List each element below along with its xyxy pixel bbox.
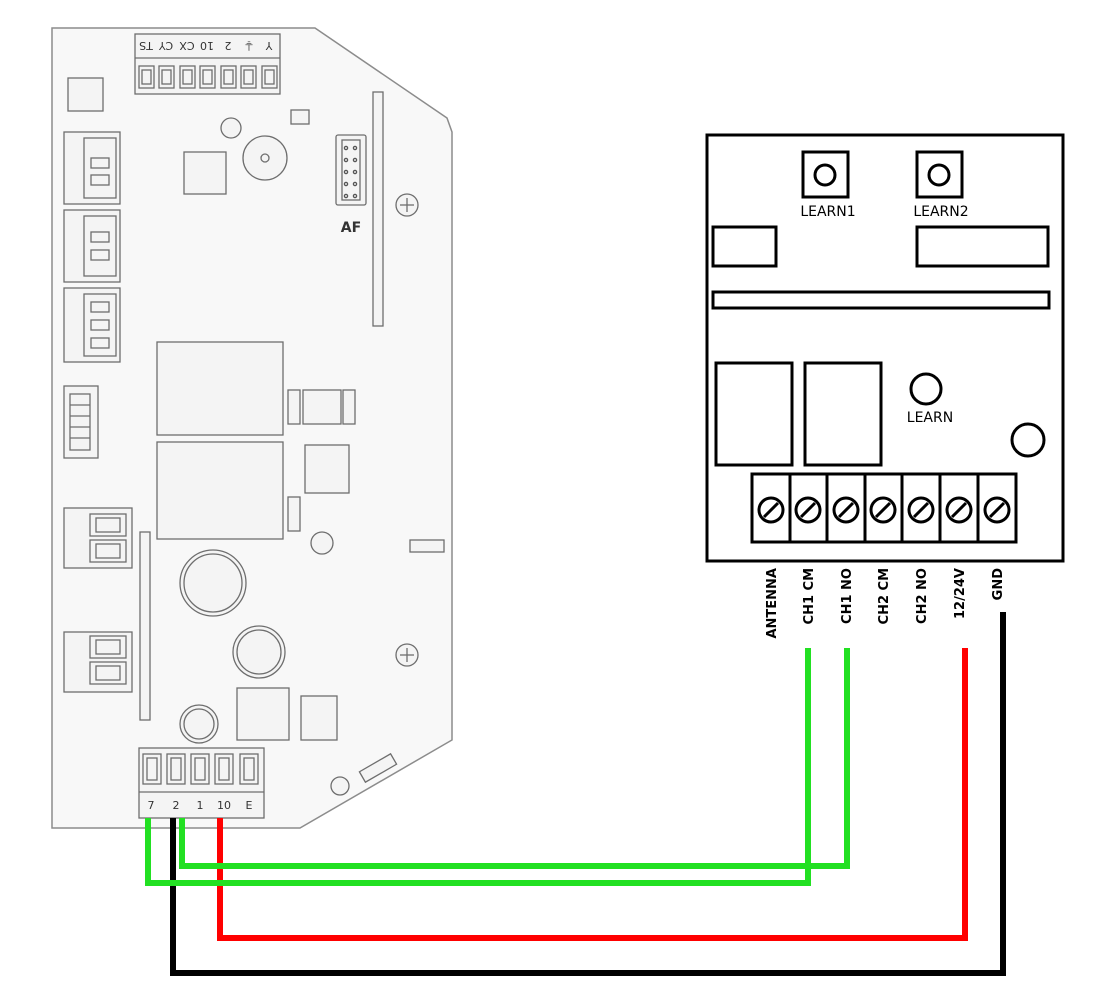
controller-board: TS CY CX 10 2 ⏚ Y AF bbox=[51, 27, 453, 829]
receiver-chip bbox=[711, 225, 778, 268]
receiver-module: LEARN1 LEARN2 LEARN bbox=[705, 133, 1065, 639]
terminal-screw-icon bbox=[757, 496, 785, 524]
left-connector bbox=[63, 287, 121, 363]
relay bbox=[156, 441, 284, 540]
bottom-terminal-label-10: 10 bbox=[217, 799, 231, 812]
left-connector bbox=[63, 631, 133, 693]
terminal-label-ch1-no: CH1 NO bbox=[840, 568, 855, 624]
top-terminal-label-cy: CY bbox=[159, 39, 173, 52]
top-terminal-label-2: 2 bbox=[225, 39, 232, 52]
bottom-terminal-label-1: 1 bbox=[197, 799, 204, 812]
top-terminal-label-y: Y bbox=[265, 39, 273, 52]
learn1-button bbox=[801, 150, 850, 199]
top-terminal-block: TS CY CX 10 2 ⏚ Y bbox=[134, 33, 281, 95]
terminal-label-gnd: GND bbox=[991, 568, 1006, 601]
left-connector bbox=[63, 507, 133, 569]
capacitor bbox=[179, 549, 247, 617]
component-square bbox=[67, 77, 104, 112]
capacitor bbox=[232, 625, 286, 679]
bottom-terminal-screws bbox=[142, 753, 259, 785]
wire-10-to-12-24v bbox=[217, 648, 968, 941]
terminal-label-antenna: ANTENNA bbox=[765, 568, 780, 639]
wire-7-to-ch1-cm bbox=[145, 648, 811, 886]
bottom-terminal-block: 7 2 1 10 E bbox=[138, 747, 265, 819]
top-terminal-label-10: 10 bbox=[200, 39, 214, 52]
receiver-led-icon bbox=[1010, 422, 1046, 458]
mount-screw-icon bbox=[395, 643, 419, 667]
terminal-label-ch2-cm: CH2 CM bbox=[877, 568, 892, 624]
bottom-terminal-label-e: E bbox=[246, 799, 253, 812]
terminal-screw-icon bbox=[907, 496, 935, 524]
wire-2-to-ch1-no bbox=[179, 648, 850, 869]
learn1-label: LEARN1 bbox=[800, 204, 855, 220]
left-connector bbox=[63, 131, 121, 205]
component-chip bbox=[183, 151, 227, 195]
component-small bbox=[290, 109, 310, 125]
component-round bbox=[220, 117, 242, 139]
top-terminal-screws bbox=[138, 65, 278, 89]
terminal-screw-icon bbox=[983, 496, 1011, 524]
af-connector: AF bbox=[335, 134, 367, 236]
terminal-label-ch2-no: CH2 NO bbox=[915, 568, 930, 624]
terminal-screw-icon bbox=[945, 496, 973, 524]
receiver-chip bbox=[915, 225, 1050, 268]
strip-connector bbox=[372, 91, 384, 327]
relay bbox=[156, 341, 284, 436]
receiver-relay bbox=[803, 361, 883, 467]
bottom-terminal-label-7: 7 bbox=[148, 799, 155, 812]
wires bbox=[145, 612, 1006, 976]
wire-2-to-gnd bbox=[170, 612, 1006, 976]
learn2-button bbox=[915, 150, 964, 199]
learn2-label: LEARN2 bbox=[913, 204, 968, 220]
receiver-relay bbox=[714, 361, 794, 467]
top-terminal-label-cx: CX bbox=[179, 39, 195, 52]
learn-led-icon bbox=[909, 372, 943, 406]
capacitor bbox=[179, 704, 219, 744]
af-label: AF bbox=[341, 220, 361, 236]
bottom-terminal-label-2: 2 bbox=[173, 799, 180, 812]
mount-screw-icon bbox=[395, 193, 419, 217]
receiver-terminal-block bbox=[750, 472, 1018, 544]
learn-label: LEARN bbox=[907, 410, 953, 426]
top-terminal-label-ts: TS bbox=[139, 39, 154, 52]
receiver-strip bbox=[711, 290, 1051, 310]
terminal-label-ch1-cm: CH1 CM bbox=[802, 568, 817, 624]
dip-switch bbox=[63, 385, 99, 459]
buzzer bbox=[242, 135, 288, 181]
terminal-label-12-24v: 12/24V bbox=[953, 568, 968, 619]
terminal-screw-icon bbox=[794, 496, 822, 524]
top-terminal-label-ground: ⏚ bbox=[244, 39, 255, 52]
terminal-screw-icon bbox=[869, 496, 897, 524]
left-connector bbox=[63, 209, 121, 283]
strip-connector bbox=[139, 531, 151, 721]
terminal-screw-icon bbox=[832, 496, 860, 524]
